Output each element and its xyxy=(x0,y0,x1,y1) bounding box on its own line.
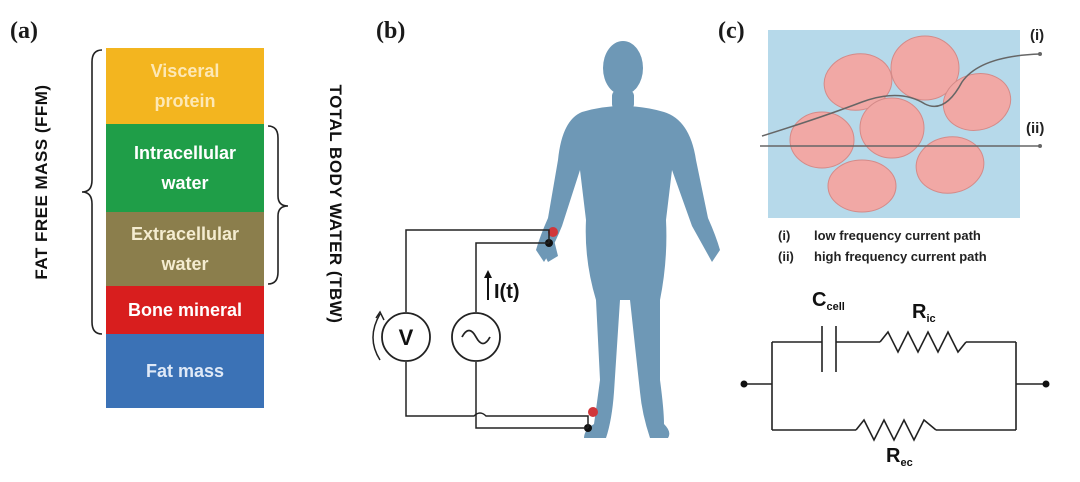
voltmeter xyxy=(381,312,431,362)
layer-visceral-protein-label: Visceral protein xyxy=(150,61,220,111)
layer-bone-mineral-label: Bone mineral xyxy=(127,300,243,320)
voltmeter-label: V xyxy=(399,325,414,350)
wire-voltmeter-bottom xyxy=(405,362,589,428)
panel-label-a: (a) xyxy=(10,18,38,44)
cell xyxy=(827,159,897,213)
circuit-right-wire xyxy=(1015,342,1046,430)
path-ii-label: (ii) xyxy=(1026,120,1044,137)
resistor-ec xyxy=(855,418,937,442)
capacitor xyxy=(821,326,837,372)
low-freq-path xyxy=(761,53,1041,137)
legend-text: low frequency current path xyxy=(814,228,981,243)
legend-high-frequency: (ii) high frequency current path xyxy=(778,249,987,264)
terminal-left xyxy=(740,380,748,388)
legend-text: high frequency current path xyxy=(814,249,987,264)
legend-low-frequency: (i) low frequency current path xyxy=(778,228,981,243)
layer-extracellular-water: Extracellular water xyxy=(106,212,264,286)
r-ic-label: Ric xyxy=(912,301,936,325)
wire-source-bottom xyxy=(475,362,588,429)
terminal-right xyxy=(1042,380,1050,388)
voltmeter-arrow xyxy=(372,313,381,361)
cells xyxy=(789,35,1012,213)
cell xyxy=(942,73,1012,131)
panel-label-c: (c) xyxy=(718,18,745,44)
legend-marker: (i) xyxy=(778,228,791,243)
layer-fat-mass-label: Fat mass xyxy=(145,361,225,381)
c-cell-label: Ccell xyxy=(812,289,845,313)
layer-intracellular-water: Intracellular water xyxy=(106,124,264,212)
wire-current-top xyxy=(475,242,549,312)
cell xyxy=(789,111,855,169)
layer-intracellular-water-label: Intracellular water xyxy=(133,143,237,193)
cell xyxy=(823,53,893,111)
layer-extracellular-water-label: Extracellular water xyxy=(130,224,240,274)
cell xyxy=(890,35,960,101)
current-label: I(t) xyxy=(494,281,520,303)
layer-fat-mass: Fat mass xyxy=(106,334,264,408)
r-ec-label: Rec xyxy=(886,445,913,469)
resistor-ic xyxy=(879,330,967,354)
cell xyxy=(859,97,925,159)
circuit-left-wire xyxy=(744,342,773,430)
cell xyxy=(915,136,985,194)
human-figure xyxy=(536,41,720,438)
layer-visceral-protein: Visceral protein xyxy=(106,48,264,124)
ankle-electrode xyxy=(588,407,598,417)
path-i-label: (i) xyxy=(1030,27,1044,44)
wrist-electrode xyxy=(548,227,558,237)
legend-marker: (ii) xyxy=(778,249,794,264)
layer-bone-mineral: Bone mineral xyxy=(106,286,264,334)
wire-top xyxy=(405,229,550,312)
sine-icon xyxy=(461,329,491,345)
panel-label-b: (b) xyxy=(376,18,406,44)
